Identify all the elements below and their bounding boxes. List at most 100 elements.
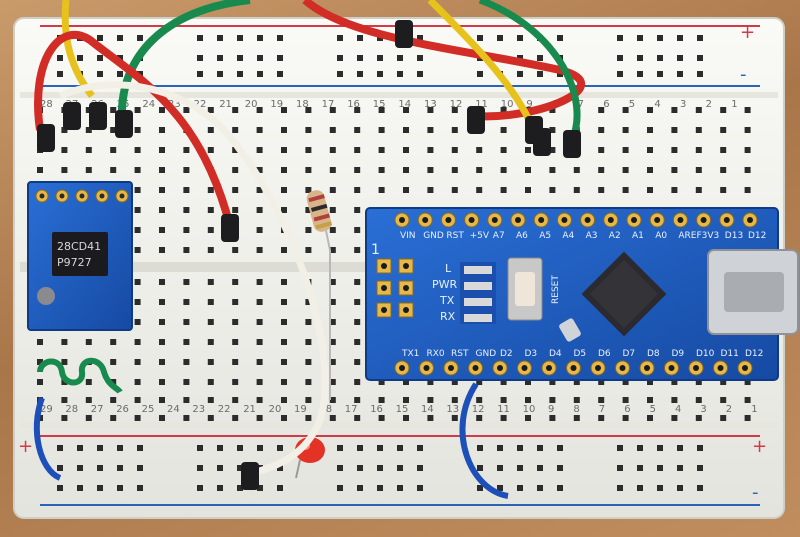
rail-hole bbox=[217, 55, 223, 61]
hole bbox=[256, 167, 263, 173]
hole bbox=[476, 397, 483, 403]
nano-bottom-pad-hole bbox=[423, 365, 430, 371]
nano-bottom-pin-label: D10 bbox=[696, 349, 715, 359]
bottom-column-number: 23 bbox=[192, 404, 205, 415]
hole bbox=[647, 167, 653, 173]
bottom-rail-separator bbox=[20, 422, 778, 428]
hole bbox=[354, 319, 361, 325]
rail-hole bbox=[337, 55, 343, 61]
hole bbox=[378, 187, 385, 193]
rail-hole bbox=[277, 35, 283, 41]
led-label-pwr: PWR bbox=[432, 278, 458, 291]
icsp-pad-hole bbox=[381, 307, 387, 313]
hole bbox=[451, 397, 458, 403]
nano-top-pad-hole bbox=[584, 217, 591, 223]
hole bbox=[183, 207, 190, 213]
rail-hole bbox=[417, 35, 423, 41]
nano-bottom-pin-label: D4 bbox=[549, 349, 562, 359]
hole bbox=[159, 379, 165, 385]
hole bbox=[403, 397, 409, 403]
hole bbox=[378, 107, 385, 113]
nano-bottom-pad-hole bbox=[619, 365, 626, 371]
hole bbox=[305, 397, 312, 403]
nano-bottom-pad-hole bbox=[570, 365, 577, 371]
nano-top-pin-label: D12 bbox=[748, 231, 766, 241]
hole bbox=[622, 415, 629, 421]
hole bbox=[500, 127, 507, 133]
rail-hole bbox=[677, 465, 683, 471]
hole bbox=[61, 167, 68, 173]
bottom-column-number: 4 bbox=[675, 404, 681, 415]
hole bbox=[183, 397, 190, 403]
rail-hole bbox=[537, 71, 543, 77]
bottom-column-number: 1 bbox=[751, 404, 757, 415]
hole bbox=[720, 107, 727, 113]
hole bbox=[427, 107, 434, 113]
crystal bbox=[559, 318, 581, 342]
bottom-column-number: 13 bbox=[446, 404, 459, 415]
icsp-pad-hole bbox=[381, 263, 387, 269]
nano-top-pin-label: A3 bbox=[586, 231, 598, 241]
rail-hole bbox=[197, 445, 203, 451]
hole bbox=[647, 147, 653, 153]
hole bbox=[61, 147, 68, 153]
rail-hole bbox=[357, 35, 363, 41]
nano-bottom-pad-hole bbox=[595, 365, 601, 371]
rail-hole bbox=[137, 445, 143, 451]
hole bbox=[232, 167, 239, 173]
hole bbox=[329, 207, 336, 213]
hole bbox=[549, 397, 556, 403]
top-rail-plus: + bbox=[740, 22, 755, 43]
hole bbox=[305, 415, 312, 421]
rail-hole bbox=[657, 485, 663, 491]
hole bbox=[744, 167, 751, 173]
rail-hole bbox=[677, 71, 683, 77]
rail-hole bbox=[557, 35, 563, 41]
top-column-number: 12 bbox=[450, 99, 463, 110]
hole bbox=[37, 379, 43, 385]
hole bbox=[451, 107, 458, 113]
rail-hole bbox=[497, 465, 503, 471]
hole bbox=[647, 107, 653, 113]
hole bbox=[207, 397, 214, 403]
top-column-number: 18 bbox=[296, 99, 309, 110]
hole bbox=[110, 127, 117, 133]
led-label-tx: TX bbox=[439, 294, 455, 307]
jumper-connector bbox=[63, 102, 81, 130]
rail-hole bbox=[497, 485, 503, 491]
rail-hole bbox=[277, 485, 283, 491]
hole bbox=[232, 319, 239, 325]
hole bbox=[256, 359, 263, 365]
hole bbox=[110, 107, 117, 113]
led-label-l: L bbox=[445, 262, 452, 275]
jumper-connector bbox=[221, 214, 239, 242]
bottom-column-number: 20 bbox=[269, 404, 282, 415]
nano-top-pin-label: GND bbox=[423, 231, 444, 241]
hole bbox=[232, 207, 239, 213]
rail-hole bbox=[537, 465, 543, 471]
white-wire bbox=[58, 81, 329, 479]
hole bbox=[573, 397, 580, 403]
nano-bottom-pin-label: D9 bbox=[672, 349, 685, 359]
hole bbox=[671, 147, 678, 153]
hole bbox=[744, 107, 751, 113]
rail-hole bbox=[137, 485, 143, 491]
bottom-column-number: 28 bbox=[65, 404, 78, 415]
rail-hole bbox=[237, 465, 243, 471]
hole bbox=[525, 187, 531, 193]
rail-hole bbox=[97, 55, 103, 61]
jumper-connector bbox=[241, 462, 259, 490]
hole bbox=[744, 147, 751, 153]
nano-bottom-pad-hole bbox=[742, 365, 748, 371]
hole bbox=[183, 279, 190, 285]
hole bbox=[183, 299, 190, 305]
rail-hole bbox=[357, 71, 363, 77]
hole bbox=[573, 167, 580, 173]
hole bbox=[110, 147, 117, 153]
hole bbox=[354, 415, 361, 421]
hole bbox=[622, 167, 629, 173]
hole bbox=[232, 379, 239, 385]
rail-hole bbox=[637, 485, 643, 491]
rail-hole bbox=[217, 465, 223, 471]
hole bbox=[647, 127, 653, 133]
